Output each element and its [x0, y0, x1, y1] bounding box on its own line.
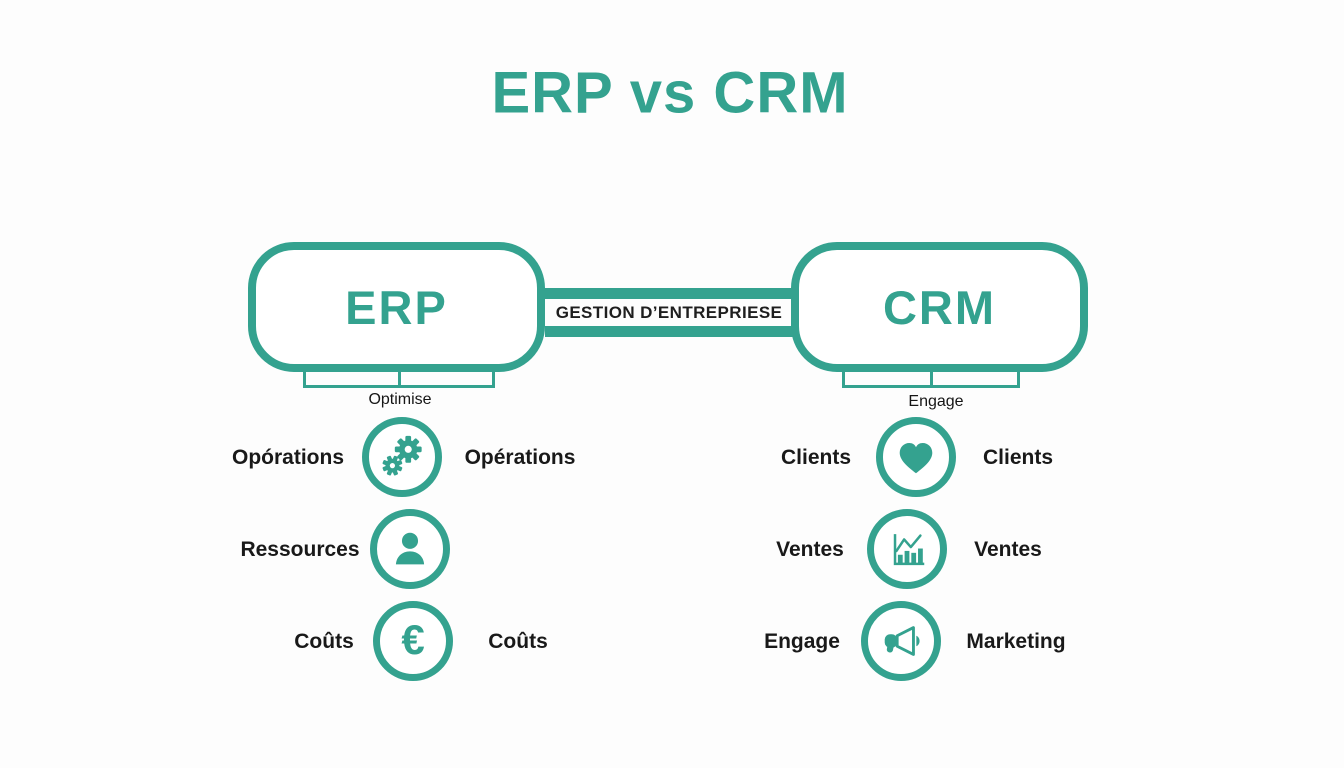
erp-operations-right-label: Opérations	[464, 446, 576, 469]
crm-bracket	[842, 369, 1020, 388]
connector-bar-bottom	[545, 326, 793, 337]
connector-label: GESTION D’ENTREPRIESE	[555, 303, 783, 322]
crm-box-label: CRM	[882, 280, 997, 334]
connector-bar-top	[545, 288, 793, 299]
erp-bracket	[303, 369, 495, 388]
heart-icon	[899, 443, 933, 474]
crm-ventes-right-label: Ventes	[974, 538, 1042, 561]
euro-icon: €	[401, 615, 425, 663]
person-icon-circle	[370, 509, 450, 589]
crm-bracket-label: Engage	[908, 393, 964, 410]
bracket-cell	[397, 369, 495, 388]
crm-clients-right-label: Clients	[982, 446, 1054, 469]
gears-icon-circle	[362, 417, 442, 497]
erp-couts-right-label: Coûts	[488, 630, 548, 653]
person-icon	[395, 532, 425, 565]
megaphone-icon-circle	[861, 601, 941, 681]
page-title: ERP vs CRM	[491, 60, 849, 126]
erp-ressources-left-label: Ressources	[240, 538, 360, 561]
erp-box-label: ERP	[345, 280, 448, 334]
erp-couts-left-label: Coûts	[294, 630, 354, 653]
crm-ventes-left-label: Ventes	[776, 538, 844, 561]
bracket-cell	[929, 369, 1020, 388]
heart-icon-circle	[876, 417, 956, 497]
bracket-cell	[303, 369, 401, 388]
sales-chart-icon-circle	[867, 509, 947, 589]
erp-bracket-label: Optimise	[368, 391, 432, 408]
crm-clients-left-label: Clients	[780, 446, 852, 469]
megaphone-icon	[884, 626, 920, 656]
gears-icon	[382, 435, 422, 476]
erp-box: ERP	[248, 242, 545, 372]
euro-icon-circle: €	[373, 601, 453, 681]
sales-chart-icon	[893, 534, 925, 566]
crm-marketing-right-label: Marketing	[966, 630, 1066, 653]
bracket-cell	[842, 369, 933, 388]
crm-box: CRM	[791, 242, 1088, 372]
crm-engage-left-label: Engage	[764, 630, 840, 653]
erp-operations-left-label: Opórations	[231, 446, 345, 469]
